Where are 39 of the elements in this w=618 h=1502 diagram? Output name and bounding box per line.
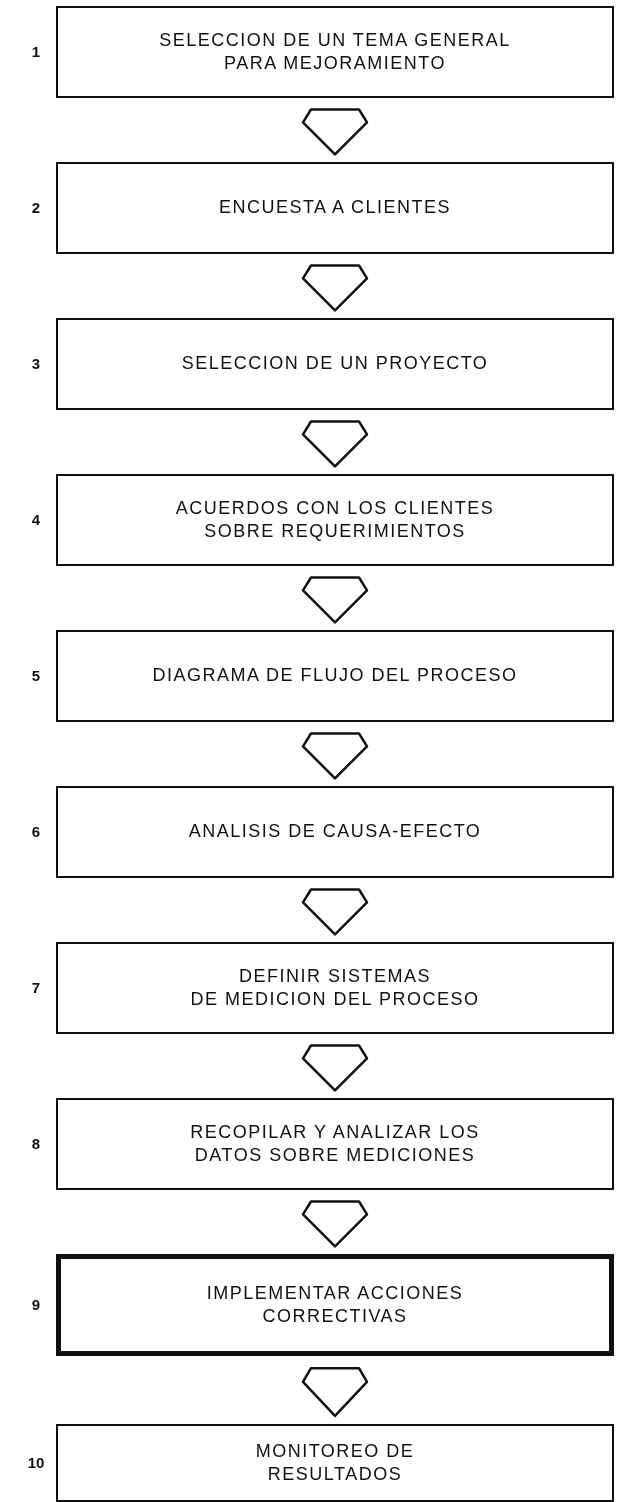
step-text: MONITOREO DE RESULTADOS bbox=[254, 1439, 416, 1486]
step-text: DEFINIR SISTEMAS DE MEDICION DEL PROCESO bbox=[189, 964, 481, 1011]
block-arrow bbox=[301, 1044, 369, 1092]
step-text: RECOPILAR Y ANALIZAR LOS DATOS SOBRE MEDICIONES bbox=[189, 1120, 481, 1167]
step-text: SELECCION DE UN PROYECTO bbox=[180, 352, 490, 376]
process-box bbox=[56, 162, 614, 254]
step-text: ANALISIS DE CAUSA-EFECTO bbox=[187, 820, 483, 844]
step-number: 4 bbox=[30, 511, 42, 528]
block-arrow bbox=[301, 1367, 369, 1418]
step-number: 5 bbox=[30, 667, 42, 684]
step-number: 7 bbox=[30, 979, 42, 996]
step-text: ENCUESTA A CLIENTES bbox=[217, 196, 453, 220]
process-box bbox=[56, 1424, 614, 1502]
block-arrow bbox=[301, 420, 369, 468]
step-text: DIAGRAMA DE FLUJO DEL PROCESO bbox=[151, 664, 519, 688]
step-number: 2 bbox=[30, 199, 42, 216]
block-arrow bbox=[301, 108, 369, 156]
step-number: 1 bbox=[30, 43, 42, 60]
step-number: 10 bbox=[26, 1454, 46, 1471]
process-box bbox=[56, 474, 614, 566]
step-text: SELECCION DE UN TEMA GENERAL PARA MEJORAMIENTO bbox=[158, 28, 512, 75]
block-arrow bbox=[301, 576, 369, 624]
process-box bbox=[56, 1254, 614, 1356]
step-number: 9 bbox=[30, 1296, 42, 1313]
block-arrow bbox=[301, 732, 369, 780]
block-arrow bbox=[301, 888, 369, 936]
process-box bbox=[56, 1098, 614, 1190]
process-box bbox=[56, 630, 614, 722]
process-box bbox=[56, 942, 614, 1034]
process-box bbox=[56, 318, 614, 410]
step-number: 3 bbox=[30, 355, 42, 372]
step-text: ACUERDOS CON LOS CLIENTES SOBRE REQUERIMIENTOS bbox=[174, 496, 496, 543]
process-box bbox=[56, 6, 614, 98]
block-arrow bbox=[301, 264, 369, 312]
step-number: 8 bbox=[30, 1135, 42, 1152]
step-number: 6 bbox=[30, 823, 42, 840]
process-box bbox=[56, 786, 614, 878]
step-text: IMPLEMENTAR ACCIONES CORRECTIVAS bbox=[205, 1281, 465, 1328]
block-arrow bbox=[301, 1200, 369, 1248]
